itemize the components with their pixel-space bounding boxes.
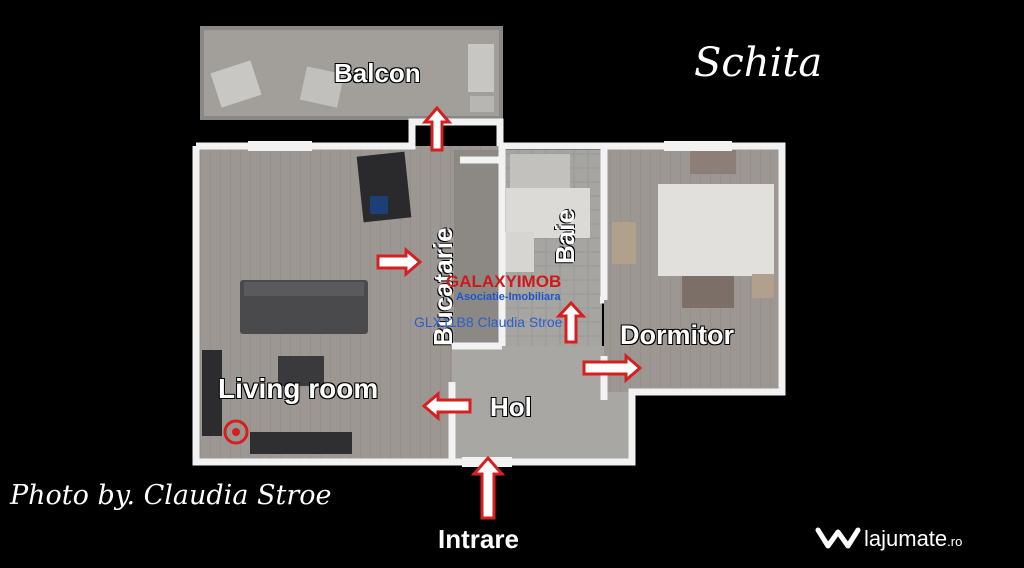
watermark-reference: GLX11B8 Claudia Stroe: [414, 314, 563, 330]
watermark-agency-sub: Asociatie-Imobiliara: [456, 291, 561, 303]
bathtub: [506, 188, 590, 238]
bed: [658, 184, 774, 276]
arrow-kitchen: [376, 246, 423, 278]
kitchen-counter: [454, 150, 502, 346]
brand-logo-text: lajumate.ro: [864, 526, 962, 552]
room-label-balcony: Balcon: [334, 58, 421, 88]
brand-name: lajumate: [864, 526, 948, 551]
arrow-bedroom: [582, 352, 643, 384]
room-label-bedroom: Dormitor: [620, 320, 734, 350]
room-label-bathroom: Baie: [550, 209, 580, 264]
arrow-bathroom: [555, 300, 587, 344]
page-title: Schita: [694, 40, 823, 86]
brand-logo-icon: [815, 527, 861, 549]
walls: [192, 118, 786, 466]
arrow-living: [421, 390, 472, 422]
brand-suffix: .ro: [947, 534, 963, 549]
direction-arrows: [376, 105, 643, 520]
photo-credit: Photo by. Claudia Stroe: [10, 480, 332, 511]
room-label-entrance: Intrare: [438, 524, 519, 554]
arrow-balcony: [421, 105, 453, 152]
room-label-hall: Hol: [490, 392, 532, 422]
tv-unit: [250, 432, 352, 454]
watermark-agency: GALAXYIMOB: [446, 272, 562, 291]
arrow-entrance: [470, 455, 506, 520]
balcony-area: [200, 26, 503, 120]
room-label-living: Living room: [218, 373, 379, 404]
